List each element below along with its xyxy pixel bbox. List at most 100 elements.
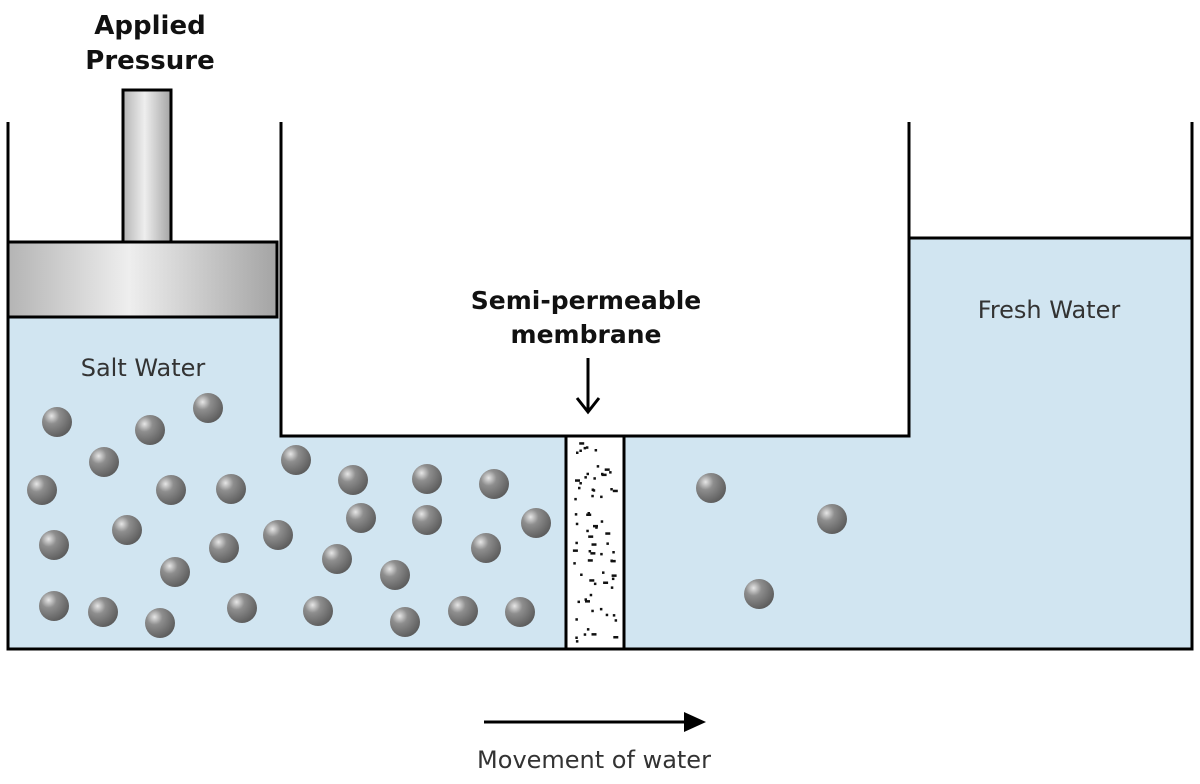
salt-particle xyxy=(380,560,410,590)
membrane-pore xyxy=(584,476,587,479)
salt-particle xyxy=(160,557,190,587)
salt-particle xyxy=(744,579,774,609)
salt-particle xyxy=(156,475,186,505)
salt-particle xyxy=(281,445,311,475)
semi-permeable-membrane xyxy=(564,434,626,651)
salt-particle xyxy=(193,393,223,423)
membrane-pore xyxy=(610,586,614,589)
membrane-pore xyxy=(587,512,590,515)
membrane-pore xyxy=(593,582,597,586)
membrane-pore xyxy=(600,552,603,556)
membrane-pore xyxy=(583,633,587,636)
membrane-pore xyxy=(589,579,595,582)
salt-particle xyxy=(505,597,535,627)
salt-particle xyxy=(448,596,478,626)
membrane-pore xyxy=(575,541,578,545)
membrane-pore xyxy=(600,520,604,523)
membrane-pore xyxy=(580,573,583,576)
salt-particle xyxy=(112,515,142,545)
membrane-pore xyxy=(604,468,610,471)
membrane-pore xyxy=(606,542,609,545)
piston-rod xyxy=(121,88,173,244)
salt-particle xyxy=(42,407,72,437)
membrane-pore xyxy=(583,446,587,450)
membrane-pore xyxy=(586,513,592,516)
membrane-pore xyxy=(609,471,612,474)
salt-particle xyxy=(39,530,69,560)
membrane-pore xyxy=(601,473,607,477)
fresh-water-label: Fresh Water xyxy=(978,296,1121,324)
salt-water-label: Salt Water xyxy=(81,354,206,382)
salt-particle xyxy=(471,533,501,563)
membrane-pore xyxy=(585,446,589,449)
membrane-pore xyxy=(590,552,596,555)
membrane-pore xyxy=(574,513,578,516)
membrane-label-line1: Semi-permeable xyxy=(471,286,701,315)
membrane-pore xyxy=(573,562,576,565)
membrane-label-line2: membrane xyxy=(511,320,662,349)
membrane-pore xyxy=(575,479,580,482)
membrane-pore xyxy=(576,451,579,454)
membrane-pore xyxy=(577,600,580,604)
membrane-pore xyxy=(572,549,578,552)
salt-particle xyxy=(817,504,847,534)
salt-particle xyxy=(135,415,165,445)
membrane-pore xyxy=(574,497,577,501)
salt-particle xyxy=(346,503,376,533)
membrane-pore xyxy=(588,550,592,553)
membrane-pore xyxy=(591,494,594,498)
piston xyxy=(6,88,279,319)
membrane-pore xyxy=(591,633,597,636)
arrow-down-icon xyxy=(575,358,601,415)
membrane-pore xyxy=(585,600,590,603)
movement-label: Movement of water xyxy=(477,746,711,774)
membrane-pore xyxy=(605,613,609,617)
membrane-pore xyxy=(575,618,578,621)
membrane-pore xyxy=(611,574,617,577)
salt-particle xyxy=(145,608,175,638)
membrane-pore xyxy=(575,640,579,643)
salt-particle xyxy=(89,447,119,477)
salt-particle xyxy=(227,593,257,623)
salt-particle xyxy=(479,469,509,499)
membrane-pore xyxy=(584,598,587,601)
membrane-pore xyxy=(612,551,615,554)
membrane-pore xyxy=(579,449,582,452)
salt-particle xyxy=(303,596,333,626)
membrane-pore xyxy=(610,488,613,491)
fresh-water-region xyxy=(909,238,1192,649)
membrane-pore xyxy=(610,559,616,563)
fresh-water-channel-region xyxy=(624,436,911,649)
membrane-pore xyxy=(586,529,589,533)
membrane-pore xyxy=(591,609,594,613)
membrane-pore xyxy=(594,449,598,452)
membrane-pore xyxy=(601,472,604,476)
salt-particles xyxy=(27,393,847,638)
membrane-pore xyxy=(593,524,598,528)
salt-particle xyxy=(521,508,551,538)
salt-particle xyxy=(209,533,239,563)
applied-pressure-label-line1: Applied xyxy=(94,11,205,41)
membrane-pore xyxy=(596,465,600,468)
membrane-pore xyxy=(589,593,593,597)
membrane-pore xyxy=(599,607,603,611)
membrane-pore xyxy=(588,535,594,538)
membrane-pore xyxy=(612,489,618,493)
membrane-pore xyxy=(600,495,603,499)
salt-particle xyxy=(412,464,442,494)
membrane-pore xyxy=(578,486,581,490)
membrane-pore xyxy=(579,442,585,445)
salt-particle xyxy=(88,597,118,627)
salt-particle xyxy=(390,607,420,637)
membrane-pore xyxy=(586,628,590,631)
salt-particle xyxy=(412,505,442,535)
membrane-pore xyxy=(593,477,596,480)
membrane-pore xyxy=(611,577,615,581)
membrane-pore xyxy=(610,559,613,562)
membrane-pore xyxy=(575,636,578,639)
membrane-pore xyxy=(603,581,609,584)
applied-pressure-label-line2: Pressure xyxy=(85,46,214,76)
piston-head xyxy=(6,240,279,319)
membrane-pore xyxy=(587,559,593,562)
